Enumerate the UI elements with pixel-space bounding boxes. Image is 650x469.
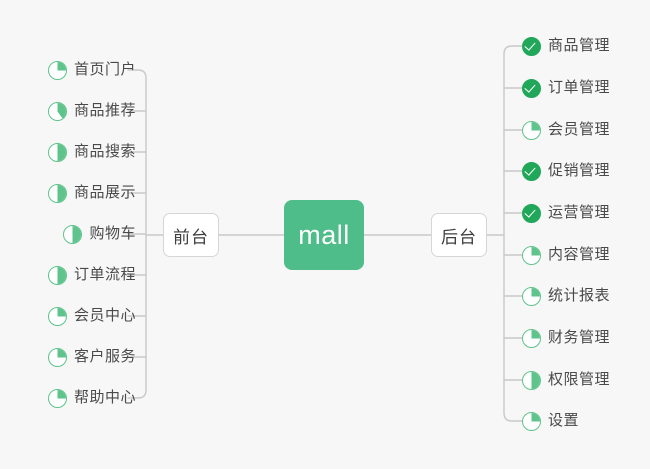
leaf-node-label: 订单流程 (73, 266, 136, 283)
leaf-node-back-2[interactable]: 会员管理 (522, 117, 610, 143)
pie-wedge (48, 266, 66, 284)
check-circle-icon (522, 36, 541, 56)
pie-wedge (523, 412, 540, 430)
pie-progress-icon (522, 245, 541, 265)
leaf-node-label: 会员管理 (548, 121, 611, 138)
pie-progress-icon (522, 411, 541, 431)
check-glyph (524, 163, 536, 176)
leaf-node-front-1[interactable]: 商品推荐 (47, 98, 136, 124)
leaf-node-label: 内容管理 (548, 246, 611, 263)
pie-wedge (48, 184, 66, 202)
pie-wedge (523, 121, 540, 139)
pie-progress-icon (47, 388, 67, 408)
leaf-node-label: 商品管理 (548, 37, 611, 54)
pie-wedge (48, 143, 66, 161)
pie-progress-icon (522, 120, 541, 140)
leaf-node-label: 运营管理 (548, 204, 611, 221)
pie-wedge (48, 307, 66, 325)
pie-progress-icon (47, 142, 67, 162)
root-node-label: mall (298, 219, 350, 250)
leaf-node-back-5[interactable]: 内容管理 (522, 242, 610, 268)
leaf-node-label: 设置 (548, 412, 580, 429)
pie-wedge (48, 102, 66, 120)
leaf-node-front-3[interactable]: 商品展示 (47, 180, 136, 206)
leaf-node-label: 统计报表 (548, 287, 611, 304)
pie-wedge (523, 287, 540, 305)
right-branch-spine (503, 45, 523, 422)
leaf-node-front-2[interactable]: 商品搜索 (47, 139, 136, 165)
leaf-node-front-7[interactable]: 客户服务 (47, 344, 136, 370)
branch-node-back-label: 后台 (441, 227, 477, 247)
pie-progress-icon (522, 286, 541, 306)
leaf-node-label: 商品推荐 (73, 102, 136, 119)
branch-node-front-label: 前台 (173, 227, 209, 247)
branch-node-front[interactable]: 前台 (163, 213, 219, 257)
leaf-node-label: 会员中心 (73, 307, 136, 324)
leaf-node-back-9[interactable]: 设置 (522, 408, 579, 434)
leaf-node-front-8[interactable]: 帮助中心 (47, 385, 136, 411)
leaf-node-front-5[interactable]: 订单流程 (47, 262, 136, 288)
leaf-node-label: 首页门户 (73, 61, 136, 78)
leaf-node-back-7[interactable]: 财务管理 (522, 325, 610, 351)
check-glyph (524, 80, 536, 93)
leaf-node-back-3[interactable]: 促销管理 (522, 158, 610, 184)
pie-progress-icon (47, 60, 67, 80)
pie-wedge (48, 61, 66, 79)
leaf-node-label: 购物车 (89, 225, 136, 242)
leaf-node-label: 商品搜索 (73, 143, 136, 160)
pie-progress-icon (47, 265, 67, 285)
leaf-node-front-6[interactable]: 会员中心 (47, 303, 136, 329)
pie-progress-icon (47, 306, 67, 326)
leaf-node-label: 财务管理 (548, 329, 611, 346)
leaf-node-back-1[interactable]: 订单管理 (522, 75, 610, 101)
pie-wedge (64, 225, 82, 243)
leaf-node-label: 商品展示 (73, 184, 136, 201)
leaf-node-label: 权限管理 (548, 371, 611, 388)
leaf-node-label: 帮助中心 (73, 389, 136, 406)
check-circle-icon (522, 203, 541, 223)
pie-progress-icon (47, 101, 67, 121)
leaf-node-back-4[interactable]: 运营管理 (522, 200, 610, 226)
pie-wedge (523, 329, 540, 347)
leaf-node-back-6[interactable]: 统计报表 (522, 283, 610, 309)
leaf-node-label: 订单管理 (548, 79, 611, 96)
leaf-node-back-0[interactable]: 商品管理 (522, 33, 610, 59)
pie-wedge (523, 246, 540, 264)
pie-progress-icon (522, 328, 541, 348)
pie-wedge (48, 348, 66, 366)
root-node-mall[interactable]: mall (284, 200, 364, 270)
pie-progress-icon (47, 183, 67, 203)
pie-progress-icon (522, 370, 541, 390)
check-circle-icon (522, 161, 541, 181)
pie-wedge (48, 389, 66, 407)
check-circle-icon (522, 78, 541, 98)
pie-progress-icon (63, 224, 83, 244)
leaf-node-label: 客户服务 (73, 348, 136, 365)
leaf-node-front-0[interactable]: 首页门户 (47, 57, 136, 83)
leaf-node-label: 促销管理 (548, 162, 611, 179)
leaf-node-front-4[interactable]: 购物车 (63, 221, 136, 247)
pie-wedge (523, 371, 540, 389)
leaf-node-back-8[interactable]: 权限管理 (522, 367, 610, 393)
pie-progress-icon (47, 347, 67, 367)
branch-node-back[interactable]: 后台 (431, 213, 487, 257)
check-glyph (524, 38, 536, 51)
check-glyph (524, 205, 536, 218)
